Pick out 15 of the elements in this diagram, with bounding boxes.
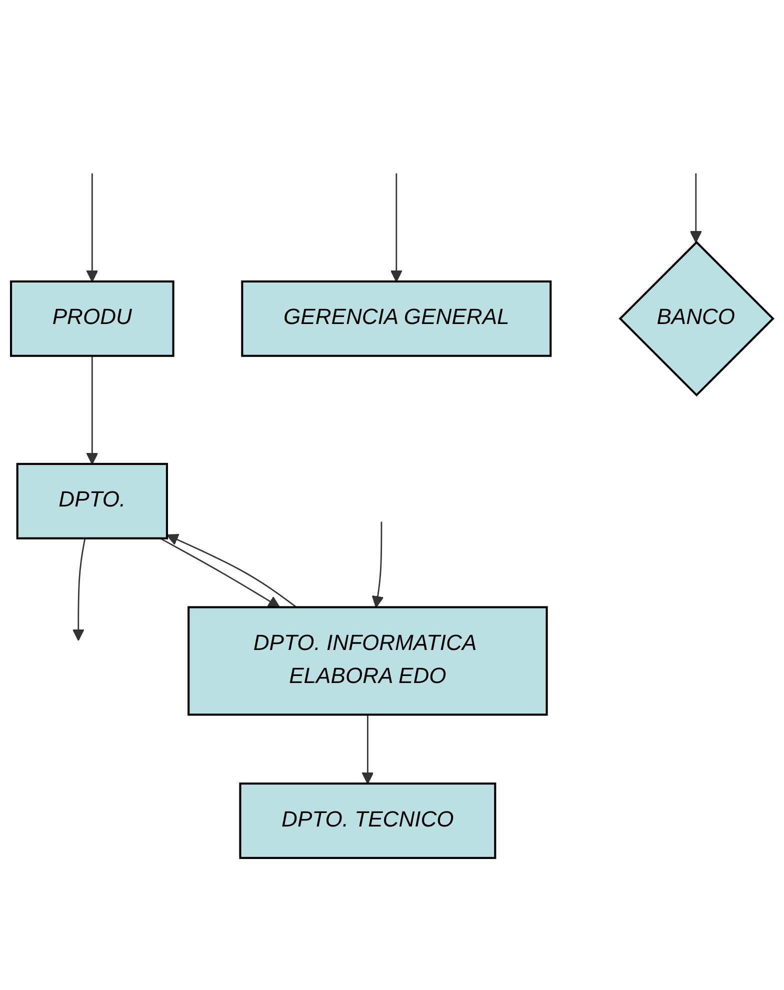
arrow [390,173,402,282]
node-box: DPTO. INFORMATICA ELABORA EDO [188,606,548,716]
node-box: PRODU [10,280,174,357]
arrow [166,534,297,608]
arrow [86,356,98,464]
arrow [160,538,280,608]
arrow [72,538,86,641]
arrow [690,173,702,243]
node-diamond: BANCO [618,240,774,397]
node-box: DPTO. [16,462,168,540]
arrow [362,714,374,784]
node-box: DPTO. TECNICO [239,782,496,859]
arrow [86,173,98,282]
node-box: GERENCIA GENERAL [241,280,552,357]
arrow [372,522,384,608]
